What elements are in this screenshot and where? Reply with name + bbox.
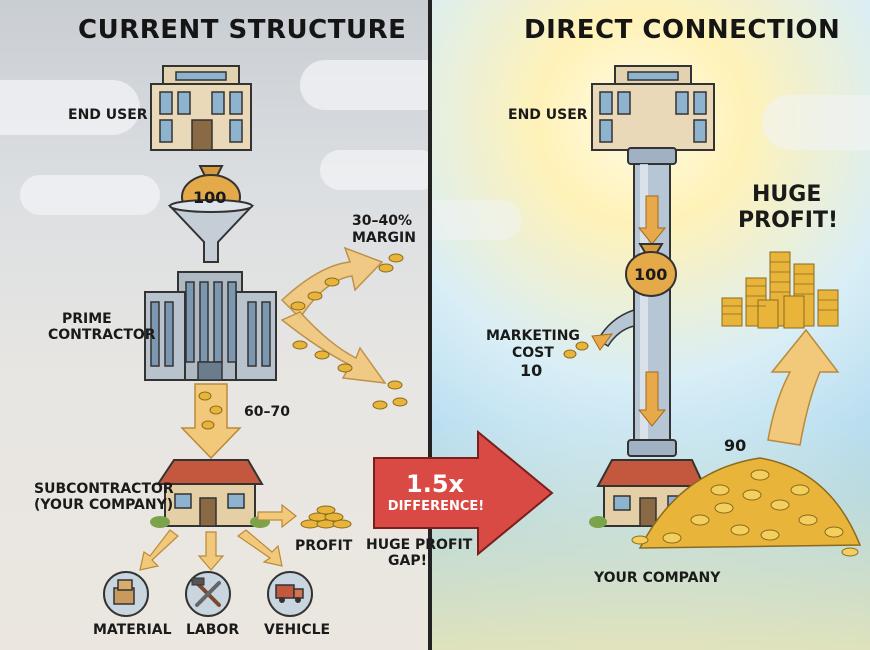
end-user-building-icon-right [591,65,715,151]
cloud [432,200,522,240]
marketing-coins [563,341,589,359]
your-company-label: YOUR COMPANY [594,570,721,586]
cost-arrows [139,529,283,571]
truck-icon [267,571,313,617]
difference-arrow [373,429,554,557]
coin-stacks-icon [721,251,839,329]
end-user-label: END USER [68,107,148,123]
subcontractor-house-icon [150,459,270,528]
gap-label-line2: GAP! [388,553,427,569]
left-title: CURRENT STRUCTURE [78,15,407,45]
cloud [20,175,160,215]
marketing-label-line1: MARKETING [486,328,580,344]
cost-item-labor: LABOR [186,622,240,638]
cloud [762,95,870,150]
marketing-label-line2: COST [512,345,554,361]
flow-amount-label: 60–70 [244,404,290,420]
profit-arrow [257,503,297,529]
box-icon [103,571,149,617]
marketing-amount: 10 [520,361,543,380]
cloud [320,150,428,190]
money-bag-amount: 100 [193,188,227,207]
prime-contractor-building-icon [144,271,277,381]
gold-pile-icon [631,457,862,557]
tools-icon [185,571,231,617]
pipe-arrows [591,195,667,427]
coins-falling [198,391,223,430]
cost-item-material: MATERIAL [93,622,172,638]
right-title: DIRECT CONNECTION [524,15,841,45]
multiplier-label: 1.5x [406,470,464,498]
coin-stack-lines [722,261,838,315]
profit-amount: 90 [724,436,747,455]
funnel-icon [167,199,255,263]
end-user-building-icon [150,65,252,151]
difference-label: DIFFERENCE! [387,499,485,514]
cloud [0,80,140,135]
cloud [300,60,428,110]
money-bag-amount-right: 100 [634,265,668,284]
cost-item-vehicle: VEHICLE [264,622,331,638]
profit-coins-icon [300,505,352,529]
panel-divider [428,0,432,650]
huge-profit-line1: HUGE [752,182,822,207]
subcontractor-label-line1: SUBCONTRACTOR [34,481,174,497]
gap-label-line1: HUGE PROFIT [366,537,473,553]
margin-arrows [280,246,387,384]
coins-flying [290,253,408,410]
money-bag-icon-right [625,243,677,297]
margin-label-line2: MARGIN [352,230,416,246]
profit-up-arrow [767,328,840,446]
profit-label: PROFIT [295,538,353,554]
prime-contractor-label-line2: CONTRACTOR [48,327,156,343]
subcontractor-label-line2: (YOUR COMPANY) [34,497,174,513]
end-user-label-right: END USER [508,107,588,123]
margin-label-line1: 30–40% [352,213,412,229]
prime-contractor-label-line1: PRIME [62,311,112,327]
huge-profit-line2: PROFIT! [738,208,839,233]
